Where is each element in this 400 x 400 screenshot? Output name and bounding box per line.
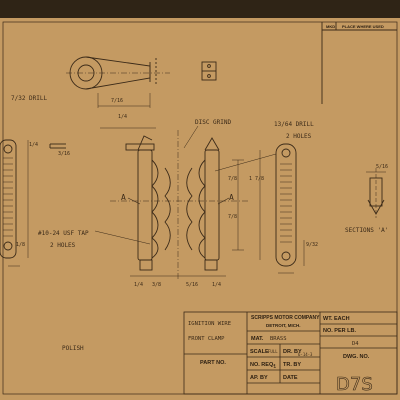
dim-label: 1/4 (29, 142, 38, 148)
dim-label: 3/16 (58, 151, 70, 157)
dim-label: 7/16 (111, 98, 123, 104)
part-name-line-1: IGNITION WIRE (188, 321, 231, 327)
section-mark-left: A (121, 193, 126, 202)
dwg-no-label: DWG. NO. (343, 354, 370, 360)
dim-label: 9/32 (306, 242, 318, 248)
dim-label: 7/8 (228, 214, 237, 220)
wt-each-label: WT. EACH (323, 316, 350, 322)
drill-note-right: 13/64 DRILL (274, 121, 314, 128)
company-name: SCRIPPS MOTOR COMPANY (251, 315, 320, 321)
scale-value: FULL (268, 349, 278, 354)
title-block (183, 311, 398, 395)
mat-label: MAT. (251, 336, 264, 342)
dim-label: 3/8 (152, 282, 161, 288)
dim-label: 5/16 (376, 164, 388, 170)
dim-label: 5/16 (186, 282, 198, 288)
two-holes-note-left: 2 HOLES (50, 242, 76, 249)
no-per-lb-label: NO. PER LB. (323, 328, 356, 334)
drill-note-top: 7/32 DRILL (11, 95, 48, 102)
engineering-drawing: 7/32 DRILL 13/64 DRILL 2 HOLES DISC GRIN… (0, 21, 398, 395)
scale-label: SCALE (250, 349, 269, 355)
company-city: DETROIT, MICH. (266, 323, 301, 328)
right-strap-view (275, 143, 305, 274)
no-req-value: 1 (273, 364, 276, 370)
part-name-line-2: FRONT CLAMP (188, 336, 225, 342)
top-strap-bar (100, 127, 156, 151)
revision-block (321, 22, 397, 104)
dim-label: 1/4 (212, 282, 221, 288)
no-req-label: NO. REQ. (250, 362, 275, 368)
disc-grind-note: DISC GRIND (195, 119, 232, 126)
section-a-detail (366, 168, 386, 218)
dim-label: 1/4 (134, 282, 143, 288)
section-a-label: SECTIONS 'A' (345, 227, 388, 234)
tr-by-label: TR. BY (283, 362, 301, 368)
dim-label: 1/8 (16, 242, 25, 248)
no-per-lb-value: D4 (352, 341, 359, 347)
two-holes-note-right: 2 HOLES (286, 133, 312, 140)
left-strap-view (0, 139, 29, 267)
dim-label: 1/4 (118, 114, 127, 120)
part-no-label: PART NO. (200, 360, 226, 366)
polish-note: POLISH (62, 345, 84, 352)
rev-header-right: PLACE WHERE USED (342, 24, 384, 29)
small-section-left (49, 143, 66, 149)
eye-link-top-view (66, 56, 170, 108)
hex-nut-view (201, 61, 217, 81)
drawing-number: D7S (336, 374, 373, 395)
ap-by-label: AP. BY (250, 375, 268, 381)
dr-by-label: DR. BY (283, 349, 302, 355)
date-label: DATE (283, 375, 298, 381)
drawing-sheet: 7/32 DRILL 13/64 DRILL 2 HOLES DISC GRIN… (0, 18, 400, 400)
dim-label: 1 7/8 (249, 176, 264, 182)
section-mark-right: A (229, 193, 234, 202)
tap-note: #10-24 USF TAP (38, 230, 89, 237)
rev-header-left: MKD (326, 24, 335, 29)
clamp-front-view (94, 125, 277, 280)
dr-by-value: 6-14-3 (298, 352, 313, 357)
mat-value: BRASS (270, 336, 287, 342)
dim-label: 7/8 (228, 176, 237, 182)
